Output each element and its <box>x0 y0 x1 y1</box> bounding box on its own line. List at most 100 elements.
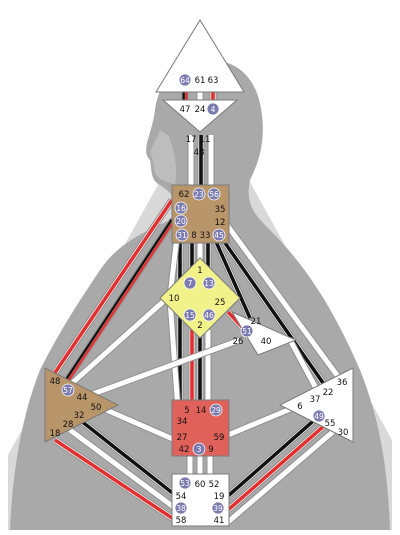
gate-label-16: 16 <box>176 204 186 213</box>
gate-label-55: 55 <box>325 419 336 429</box>
gate-label-53: 53 <box>180 479 190 488</box>
gate-label-33: 33 <box>200 231 211 241</box>
gate-badge-15 <box>183 308 197 322</box>
gate-label-3: 3 <box>197 445 202 454</box>
head-center <box>155 19 245 93</box>
gate-label-13: 13 <box>204 279 214 288</box>
gate-label-21: 21 <box>251 317 262 327</box>
gate-label-58: 58 <box>176 516 187 526</box>
channel-55-39 <box>225 422 328 513</box>
gate-label-17: 17 <box>186 135 197 145</box>
gate-label-35: 35 <box>215 205 226 215</box>
gate-label-24: 24 <box>195 105 206 115</box>
gate-label-10: 10 <box>169 294 180 304</box>
channel-12-22 <box>213 227 331 393</box>
gate-label-42: 42 <box>179 445 190 455</box>
activation-black <box>78 418 177 497</box>
gate-label-15: 15 <box>185 311 195 320</box>
channel-10-34 <box>166 299 182 411</box>
gate-badge-3 <box>192 442 206 456</box>
gate-label-40: 40 <box>261 337 272 347</box>
gate-label-43: 43 <box>194 148 205 158</box>
gate-badge-51 <box>240 324 254 338</box>
gate-label-44: 44 <box>77 393 88 403</box>
gate-label-28: 28 <box>63 420 74 430</box>
gate-badge-57 <box>61 383 75 397</box>
gate-badge-64 <box>178 73 192 87</box>
gate-label-37: 37 <box>310 395 321 405</box>
gate-label-38: 38 <box>176 504 186 513</box>
channel-28-38 <box>67 427 178 511</box>
gate-label-60: 60 <box>195 480 206 490</box>
gate-label-61: 61 <box>195 76 206 86</box>
channel-fill <box>89 337 241 398</box>
channel-16-48 <box>47 198 175 382</box>
activation-black <box>211 234 252 319</box>
activation-red <box>54 438 176 522</box>
gate-label-41: 41 <box>214 516 225 526</box>
face-highlight <box>150 130 177 185</box>
solar-plexus-center <box>278 367 354 443</box>
gate-label-8: 8 <box>191 231 196 241</box>
gate-label-18: 18 <box>50 429 61 439</box>
channel-10-57 <box>67 297 168 388</box>
gate-label-56: 56 <box>209 190 219 199</box>
gate-badge-23 <box>192 187 206 201</box>
channel-fill <box>213 208 345 384</box>
gate-label-30: 30 <box>338 428 349 438</box>
activation-black <box>214 228 330 392</box>
channel-40-37 <box>286 338 322 394</box>
gate-badge-56 <box>207 187 221 201</box>
gate-label-52: 52 <box>209 480 220 490</box>
gate-label-23: 23 <box>194 190 204 199</box>
gate-label-14: 14 <box>196 406 207 416</box>
gate-label-36: 36 <box>337 378 348 388</box>
channel-fill <box>59 218 176 390</box>
channel-26-44 <box>88 336 242 399</box>
gate-label-54: 54 <box>176 492 187 502</box>
channel-fill <box>93 402 177 443</box>
channel-35-36 <box>213 207 345 385</box>
gate-badge-45 <box>212 228 226 242</box>
activation-red <box>226 423 327 512</box>
channel-fill <box>226 428 337 524</box>
channel-fill <box>287 338 321 394</box>
gate-label-32: 32 <box>74 411 85 421</box>
channel-49-19 <box>225 412 323 499</box>
gate-label-4: 4 <box>211 105 216 114</box>
gate-label-25: 25 <box>215 298 226 308</box>
activation-black <box>226 413 322 498</box>
gate-label-19: 19 <box>214 492 225 502</box>
gate-label-34: 34 <box>177 417 188 427</box>
gate-label-57: 57 <box>63 386 73 395</box>
gate-badge-53 <box>178 476 192 490</box>
gate-badge-29 <box>209 403 223 417</box>
gate-label-9: 9 <box>208 445 213 455</box>
gate-badge-49 <box>312 409 326 423</box>
channel-20-57 <box>59 218 176 390</box>
channel-59-6 <box>226 401 302 439</box>
channel-27-50 <box>93 401 177 444</box>
gate-label-29: 29 <box>211 406 221 415</box>
gate-label-5: 5 <box>184 406 189 416</box>
channel-30-41 <box>225 427 338 525</box>
gate-label-31: 31 <box>177 231 187 240</box>
channel-45-21 <box>209 233 254 320</box>
gate-label-45: 45 <box>214 231 224 240</box>
gate-label-39: 39 <box>213 504 223 513</box>
activation-red <box>48 198 174 382</box>
channel-fill <box>227 402 301 438</box>
gate-label-11: 11 <box>200 135 211 145</box>
gate-label-63: 63 <box>208 76 219 86</box>
gate-badge-7 <box>183 276 197 290</box>
channel-fill <box>68 298 167 387</box>
gate-label-12: 12 <box>215 218 226 228</box>
gate-label-22: 22 <box>323 388 334 398</box>
gate-badge-46 <box>202 308 216 322</box>
channel-fill <box>167 299 181 411</box>
gate-badge-16 <box>174 201 188 215</box>
gate-label-48: 48 <box>50 377 61 387</box>
gate-label-59: 59 <box>214 433 225 443</box>
gate-label-50: 50 <box>91 403 102 413</box>
